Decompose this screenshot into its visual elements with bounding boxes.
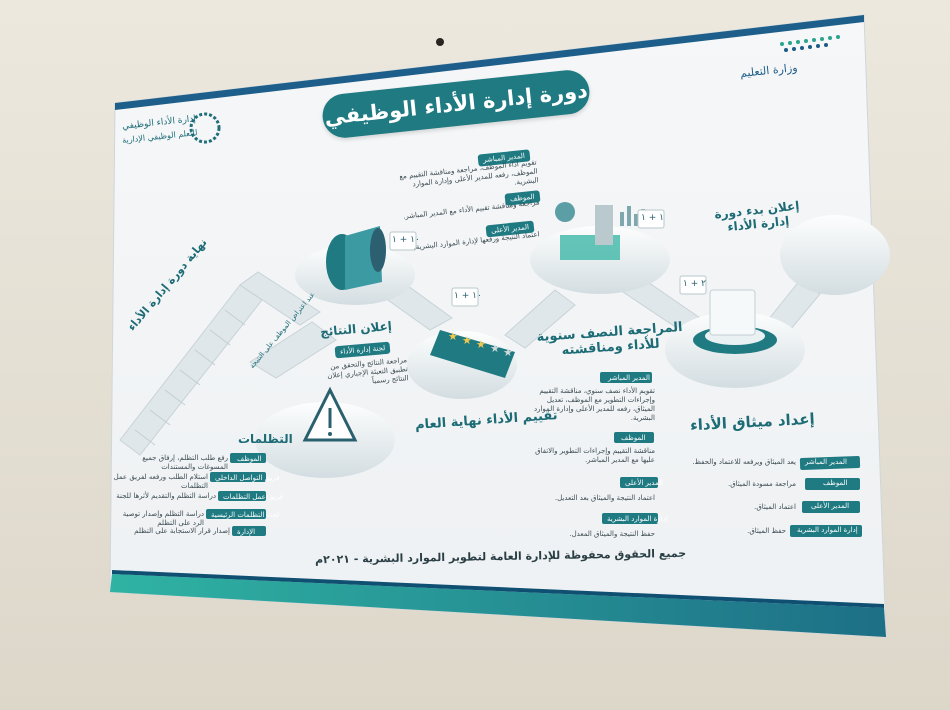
grievance-tag-3: فريق عمل التظلمات [223, 493, 283, 501]
grievance-text-3: دراسة التظلم والتقديم لأثرها للجنة [116, 492, 216, 500]
charter-employee-text: مراجعة مسودة الميثاق. [728, 480, 796, 488]
svg-text:★: ★ [490, 342, 500, 355]
agency-logo [189, 112, 221, 144]
counter-charter: ٢ + ١ [683, 279, 706, 289]
step-grievance: التظلمات [238, 432, 293, 446]
svg-text:★: ★ [476, 338, 486, 351]
midyear-hr-text: حفظ النتيجة والميثاق المعدل. [569, 530, 655, 538]
grievance-text-2: استلام الطلب ورفعه لفريق عمل التظلمات [113, 473, 208, 490]
platform-start [780, 215, 890, 295]
grievance-tag-1: الموظف [237, 455, 262, 463]
charter-role-employee: الموظف [823, 479, 848, 487]
midyear-role-employee: الموظف [621, 434, 646, 442]
ministry-logo-dots [780, 35, 840, 52]
midyear-senior-text: اعتماد النتيجة والميثاق بعد التعديل. [554, 494, 655, 502]
counter-yearend: ١٠ + ١ [454, 291, 482, 301]
midyear-role-direct: المدير المباشر [608, 374, 650, 382]
charter-senior-text: اعتماد الميثاق. [754, 503, 796, 511]
charter-direct-text: يعد الميثاق ويرفعه للاعتماد والحفظ. [692, 458, 796, 466]
midyear-direct-text: تقويم الأداء نصف سنوي، مناقشة التقييم وإ… [533, 387, 655, 422]
svg-text:★: ★ [448, 330, 458, 343]
grievance-tag-4: لجنة التظلمات الرئيسية [211, 511, 280, 519]
top-strip [115, 15, 864, 110]
charter-role-direct: المدير المباشر [805, 458, 847, 466]
svg-text:★: ★ [503, 346, 513, 359]
wall-nail [436, 38, 444, 46]
rating-stars: ★★ ★★ ★ [448, 330, 513, 359]
midyear-role-senior: المدير الأعلى [625, 479, 664, 487]
grievance-tag-2: فريق التواصل الداخلي [215, 474, 280, 482]
charter-role-senior: المدير الأعلى [811, 502, 850, 510]
midyear-employee-text: مناقشة التقييم وإجراءات التطوير والاتفاق… [535, 447, 655, 464]
grievance-text-5: إصدار قرار الاستجابة على التظلم [134, 527, 230, 535]
grievance-tag-5: الإدارة [237, 528, 256, 536]
grievance-text-1: رفع طلب التظلم، إرفاق جميع المسوغات والم… [142, 454, 228, 471]
bottom-band [110, 574, 886, 637]
svg-text:★: ★ [462, 334, 472, 347]
counter-results: ١٠ + ١ [392, 235, 420, 245]
midyear-role-hr: إدارة الموارد البشرية [607, 515, 668, 523]
charter-hr-text: حفظ الميثاق. [747, 527, 786, 535]
grievance-text-4: دراسة التظلم وإصدار توصية الرد على التظل… [122, 510, 204, 527]
counter-midyear: ١ + ١ [641, 213, 664, 223]
charter-role-hr: إدارة الموارد البشرية [797, 526, 858, 534]
